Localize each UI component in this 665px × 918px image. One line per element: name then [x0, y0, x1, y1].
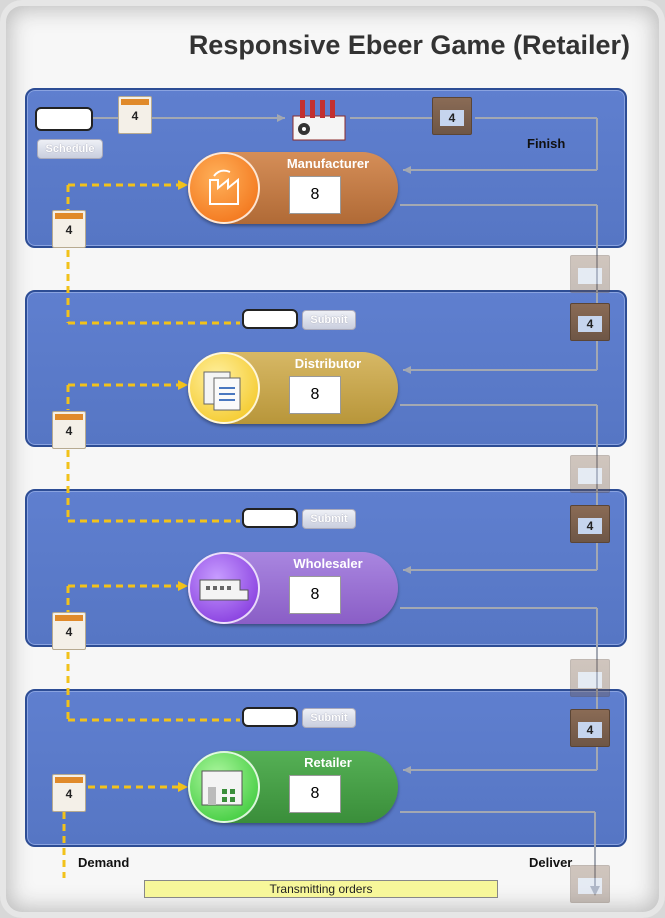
schedule-button[interactable]: Schedule — [37, 139, 103, 159]
factory-icon — [290, 94, 348, 142]
wholesaler-inventory: 8 — [289, 576, 341, 614]
distributor-name: Distributor — [294, 356, 362, 371]
retailer-icon — [188, 751, 260, 823]
manufacturer-node: Manufacturer 8 — [188, 152, 398, 224]
manufacturer-name: Manufacturer — [286, 156, 370, 171]
deliver-label: Deliver — [529, 855, 573, 870]
factory-shipment-box: 4 — [432, 97, 472, 135]
retailer-inventory: 8 — [289, 775, 341, 813]
wholesaler-order-card: 4 — [52, 612, 86, 650]
wholesaler-transit-box: 4 — [570, 505, 610, 543]
wholesaler-transit-box-ghost — [570, 455, 610, 493]
retailer-submit-button[interactable]: Submit — [302, 708, 356, 728]
distributor-transit-box-ghost — [570, 255, 610, 293]
distributor-inventory: 8 — [289, 376, 341, 414]
wholesaler-node: Wholesaler 8 — [188, 552, 398, 624]
distributor-order-input[interactable] — [242, 309, 298, 329]
manufacturer-inventory: 8 — [289, 176, 341, 214]
wholesaler-submit-button[interactable]: Submit — [302, 509, 356, 529]
page-title: Responsive Ebeer Game (Retailer) — [188, 30, 630, 60]
demand-label: Demand — [78, 855, 130, 870]
retailer-transit-box-ghost — [570, 659, 610, 697]
distributor-order-card: 4 — [52, 411, 86, 449]
wholesaler-order-input[interactable] — [242, 508, 298, 528]
distributor-transit-box: 4 — [570, 303, 610, 341]
retailer-order-input[interactable] — [242, 707, 298, 727]
distributor-icon — [188, 352, 260, 424]
distributor-node: Distributor 8 — [188, 352, 398, 424]
finish-label: Finish — [527, 136, 566, 151]
distributor-submit-button[interactable]: Submit — [302, 310, 356, 330]
retailer-order-card: 4 — [52, 774, 86, 812]
transmitting-orders-status: Transmitting orders — [144, 880, 498, 898]
deliver-box-ghost — [570, 865, 610, 903]
schedule-input[interactable] — [35, 107, 93, 131]
manufacturer-order-card: 4 — [52, 210, 86, 248]
wholesaler-name: Wholesaler — [293, 556, 363, 571]
retailer-name: Retailer — [304, 755, 352, 770]
retailer-node: Retailer 8 — [188, 751, 398, 823]
schedule-order-card: 4 — [118, 96, 152, 134]
retailer-transit-box: 4 — [570, 709, 610, 747]
manufacturer-icon — [188, 152, 260, 224]
wholesaler-icon — [188, 552, 260, 624]
